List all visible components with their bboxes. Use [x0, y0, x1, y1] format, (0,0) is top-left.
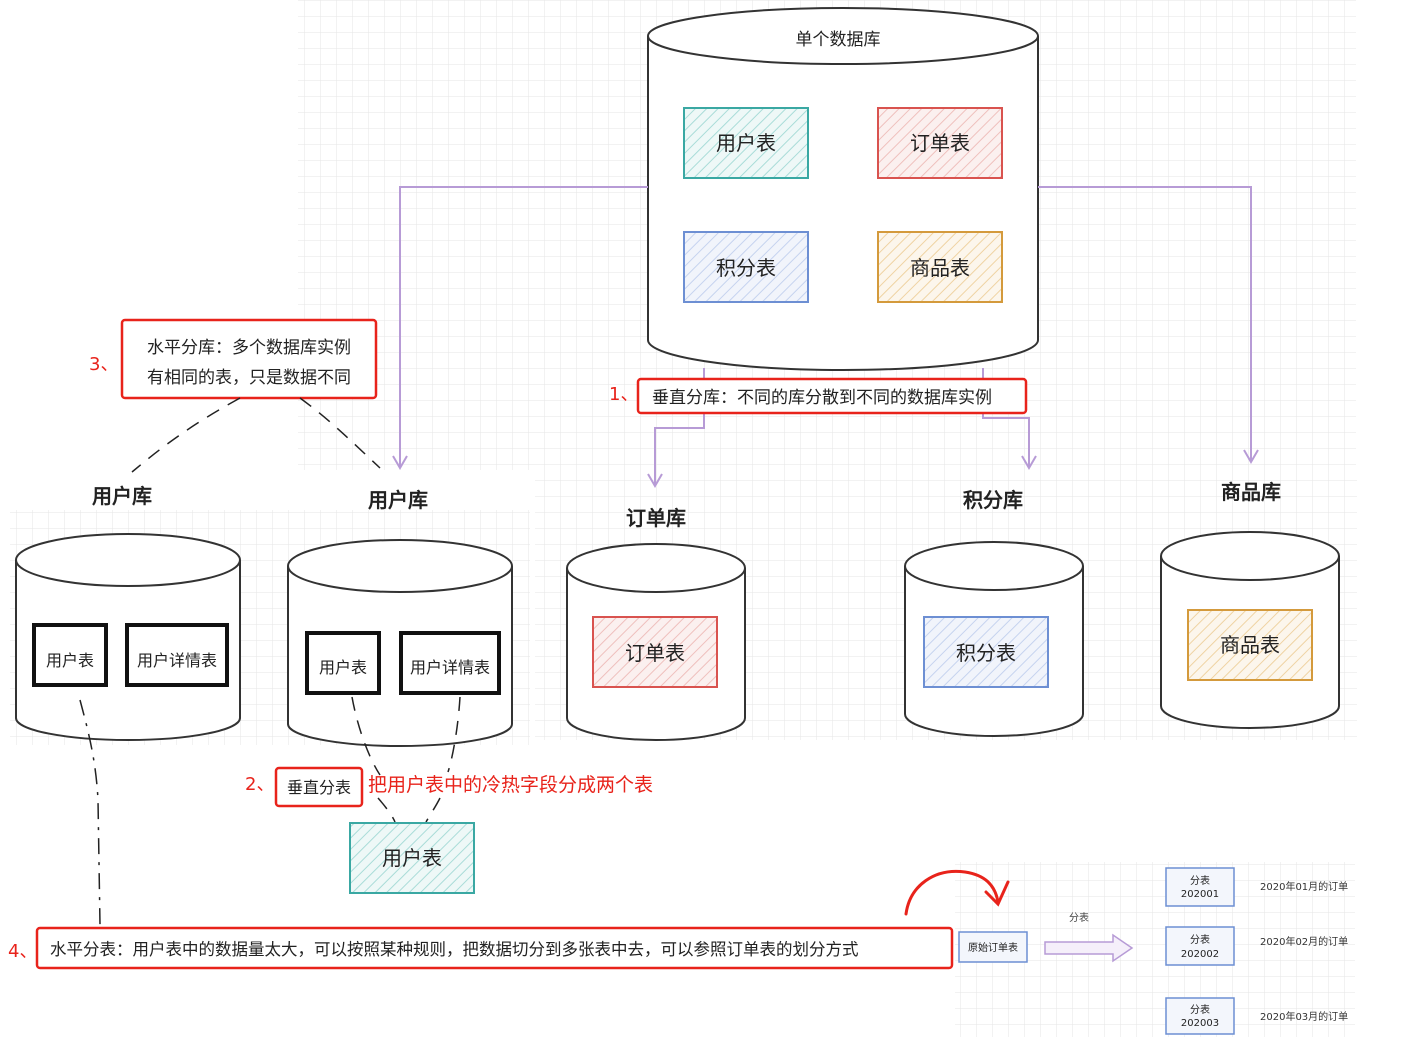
note3-connectors: [131, 397, 381, 473]
order-db-table: 订单表: [592, 616, 718, 688]
svg-text:用户表: 用户表: [319, 658, 367, 677]
arrow-to-goods-db: [1038, 186, 1259, 464]
shard-202003: 分表 202003: [1165, 997, 1235, 1035]
top-database-cylinder: [647, 7, 1039, 371]
note2-text: 垂直分表: [287, 778, 351, 797]
shard-202002-desc: 2020年02月的订单: [1260, 935, 1348, 948]
svg-text:积分表: 积分表: [956, 641, 1016, 665]
user-db-2-user-table: 用户表: [305, 631, 381, 695]
top-table-points: 积分表: [683, 231, 809, 303]
shard-202001-desc: 2020年01月的订单: [1260, 880, 1348, 893]
svg-text:用户表: 用户表: [46, 651, 94, 670]
note2-number: 2、: [245, 774, 274, 795]
user-db-1-detail-table: 用户详情表: [125, 623, 229, 687]
db-label-goods: 商品库: [1221, 480, 1281, 504]
note4-box: [35, 926, 954, 970]
note3-box: [120, 318, 378, 400]
note1-text: 垂直分库：不同的库分散到不同的数据库实例: [652, 388, 992, 408]
note4-text: 水平分表：用户表中的数据量太大，可以按照某种规则，把数据切分到多张表中去，可以参…: [50, 940, 859, 959]
svg-text:商品表: 商品表: [910, 256, 970, 280]
svg-text:用户详情表: 用户详情表: [137, 651, 217, 670]
note1-box: [636, 377, 1028, 415]
svg-text:分表: 分表: [1190, 933, 1210, 946]
sharding-arrow: [1044, 933, 1134, 963]
db-label-points: 积分库: [963, 488, 1023, 512]
sharding-arrow-label: 分表: [1069, 911, 1089, 924]
top-database-title: 单个数据库: [796, 30, 881, 50]
svg-text:商品表: 商品表: [1220, 633, 1280, 657]
svg-text:积分表: 积分表: [716, 256, 776, 280]
goods-db-table: 商品表: [1187, 609, 1313, 681]
top-table-order: 订单表: [877, 107, 1003, 179]
svg-text:用户表: 用户表: [716, 131, 776, 155]
split-user-table: 用户表: [349, 822, 475, 894]
svg-text:用户表: 用户表: [382, 846, 442, 870]
db-label-order: 订单库: [626, 506, 686, 530]
db-label-user-1: 用户库: [92, 484, 152, 508]
svg-text:订单表: 订单表: [625, 641, 685, 665]
svg-text:订单表: 订单表: [910, 131, 970, 155]
user-db-1-user-table: 用户表: [32, 623, 108, 687]
shard-202003-desc: 2020年03月的订单: [1260, 1010, 1348, 1023]
top-table-goods: 商品表: [877, 231, 1003, 303]
arrow-to-user-db: [392, 186, 648, 470]
svg-text:202003: 202003: [1181, 1018, 1219, 1029]
note4-connector: [79, 699, 101, 926]
note2-connectors: [351, 696, 461, 823]
shard-202002: 分表 202002: [1165, 926, 1235, 966]
note3-line2: 有相同的表，只是数据不同: [147, 368, 351, 388]
sharding-source-table: 原始订单表: [958, 931, 1028, 963]
svg-text:202002: 202002: [1181, 949, 1219, 960]
shard-202001: 分表 202001: [1165, 867, 1235, 907]
note3-number: 3、: [89, 354, 118, 375]
points-db-table: 积分表: [923, 616, 1049, 688]
red-curved-arrow: [904, 869, 1010, 916]
svg-text:原始订单表: 原始订单表: [968, 941, 1018, 954]
svg-text:分表: 分表: [1190, 874, 1210, 887]
note2-description: 把用户表中的冷热字段分成两个表: [368, 774, 653, 796]
svg-text:202001: 202001: [1181, 889, 1219, 900]
top-table-user: 用户表: [683, 107, 809, 179]
db-label-user-2: 用户库: [368, 488, 428, 512]
note3-line1: 水平分库：多个数据库实例: [147, 338, 351, 358]
user-db-2-detail-table: 用户详情表: [399, 631, 501, 695]
note1-number: 1、: [609, 384, 638, 405]
note2-box: [274, 766, 364, 808]
svg-text:用户详情表: 用户详情表: [410, 658, 490, 677]
svg-text:分表: 分表: [1190, 1003, 1210, 1016]
note4-number: 4、: [8, 941, 37, 962]
